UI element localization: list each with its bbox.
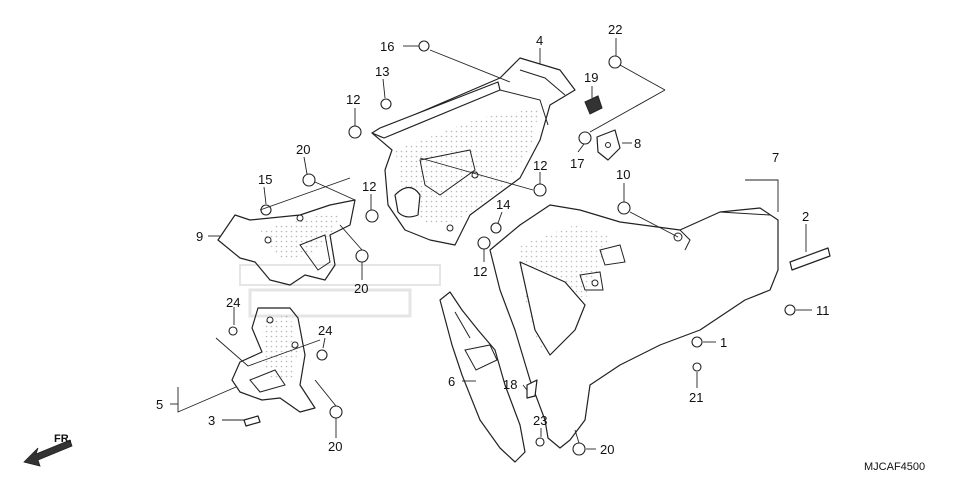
callout-20b: 20 — [354, 281, 368, 296]
bolt-20d — [572, 442, 586, 456]
bolt-11 — [784, 304, 796, 316]
grommet-12c — [533, 183, 547, 197]
watermark-graphic — [239, 264, 441, 318]
callout-10: 10 — [616, 167, 630, 182]
bolt-10 — [617, 201, 631, 215]
bolt-20b — [355, 249, 369, 263]
callout-5: 5 — [156, 397, 163, 412]
callout-13: 13 — [375, 64, 389, 79]
callout-6: 6 — [448, 374, 455, 389]
callout-21: 21 — [689, 390, 703, 405]
grommet-17 — [578, 131, 592, 145]
callout-7: 7 — [772, 150, 779, 165]
callout-20c: 20 — [328, 439, 342, 454]
screw-21 — [692, 362, 702, 372]
part-5-lower-bracket — [231, 307, 316, 413]
callout-12c: 12 — [533, 158, 547, 173]
grommet-1 — [691, 336, 703, 348]
part-9-front-bracket — [217, 199, 356, 286]
callout-23: 23 — [533, 413, 547, 428]
front-direction-arrow: FR. — [23, 433, 73, 467]
leader-lines — [170, 38, 812, 450]
part-8-clip — [596, 129, 621, 161]
callout-18: 18 — [503, 377, 517, 392]
callout-12b: 12 — [362, 179, 376, 194]
callout-15: 15 — [258, 172, 272, 187]
diagram-code: MJCAF4500 — [864, 461, 925, 473]
callout-20d: 20 — [600, 442, 614, 457]
callout-22: 22 — [608, 22, 622, 37]
callout-12a: 12 — [346, 92, 360, 107]
bolt-20c — [329, 405, 343, 419]
part-6-side-panel — [439, 291, 526, 463]
callout-4: 4 — [536, 33, 543, 48]
callout-19: 19 — [584, 70, 598, 85]
part-19-clip — [584, 95, 603, 115]
grommet-12a — [348, 125, 362, 139]
callout-24a: 24 — [226, 295, 240, 310]
callout-16: 16 — [380, 39, 394, 54]
screw-24a — [228, 326, 238, 336]
grommet-12b — [365, 209, 379, 223]
callout-17: 17 — [570, 156, 584, 171]
grommet-12d — [477, 236, 491, 250]
arrow-icon — [23, 439, 73, 467]
bolt-16 — [418, 40, 430, 52]
callout-24b: 24 — [318, 323, 332, 338]
bolt-14 — [490, 222, 502, 234]
callout-20a: 20 — [296, 142, 310, 157]
callout-2: 2 — [802, 209, 809, 224]
part-18-clip — [526, 379, 538, 399]
callout-labels: 1 2 3 4 5 6 7 8 9 10 11 12 12 12 12 13 1… — [156, 22, 830, 457]
screw-23 — [535, 437, 545, 447]
part-2-strip — [789, 247, 831, 271]
bolt-22 — [608, 55, 622, 69]
callout-3: 3 — [208, 413, 215, 428]
bolt-13 — [380, 98, 392, 110]
callout-1: 1 — [720, 335, 727, 350]
direction-label: FR. — [54, 433, 72, 445]
part-7-main-inner-fairing — [489, 204, 779, 449]
callout-11: 11 — [816, 303, 830, 318]
callout-9: 9 — [196, 229, 203, 244]
callout-14: 14 — [496, 197, 510, 212]
bolt-24b — [316, 349, 328, 361]
part-4-inner-upper-cover — [371, 57, 576, 246]
bolt-20a — [302, 173, 316, 187]
callout-12d: 12 — [473, 264, 487, 279]
callout-8: 8 — [634, 136, 641, 151]
part-3-strip — [243, 415, 261, 427]
